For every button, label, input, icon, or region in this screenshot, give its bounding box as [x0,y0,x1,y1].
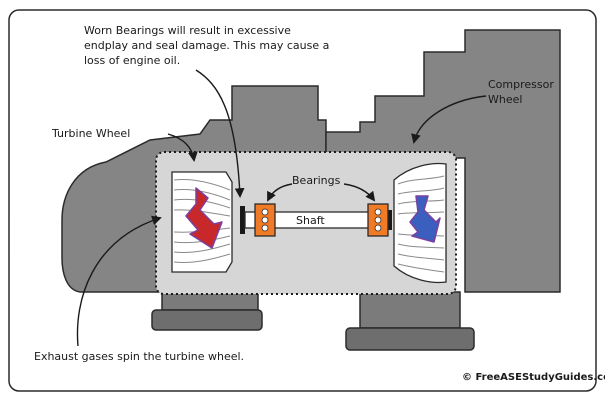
seal-ring-left [240,206,245,234]
compressor-leader-arrow-icon [411,95,487,144]
copyright-text: © FreeASEStudyGuides.com [462,372,605,383]
turbine-wheel-label: Turbine Wheel [51,127,130,140]
compressor-housing [325,29,561,293]
shaft-label: Shaft [296,214,325,227]
bearing-right [367,203,389,237]
compressor-foot [359,291,461,329]
compressor-flow-arrow-icon [409,195,441,243]
exhaust-leader-arrow-icon [76,215,162,347]
worn-bearings-label-line-3: loss of engine oil. [84,54,180,67]
shaft-assembly [240,203,392,237]
worn-bearings-label-line-1: Worn Bearings will result in excessive [84,24,291,37]
bearings-label: Bearings [292,174,341,187]
turbine-housing [61,85,327,293]
turbine-foot-base [151,309,263,331]
compressor-foot-base [345,327,475,351]
exhaust-label: Exhaust gases spin the turbine wheel. [34,350,244,363]
worn-bearings-label-line-2: endplay and seal damage. This may cause … [84,39,329,52]
bearing-left [254,203,276,237]
compressor-wheel-label-line-2: Wheel [488,93,522,106]
seal-ring-right [388,210,392,230]
turbo-housing [61,29,561,351]
worn-bearings-leader-arrow-icon [195,69,245,198]
leader-arrows [76,69,487,347]
compressor-wheel-label-line-1: Compressor [488,78,554,91]
bearings-left-leader-arrow-icon [267,183,293,202]
turbine-flow-arrow-icon [185,187,223,249]
bearings-right-leader-arrow-icon [343,183,376,202]
turbine-wheel-leader-arrow-icon [167,133,198,162]
